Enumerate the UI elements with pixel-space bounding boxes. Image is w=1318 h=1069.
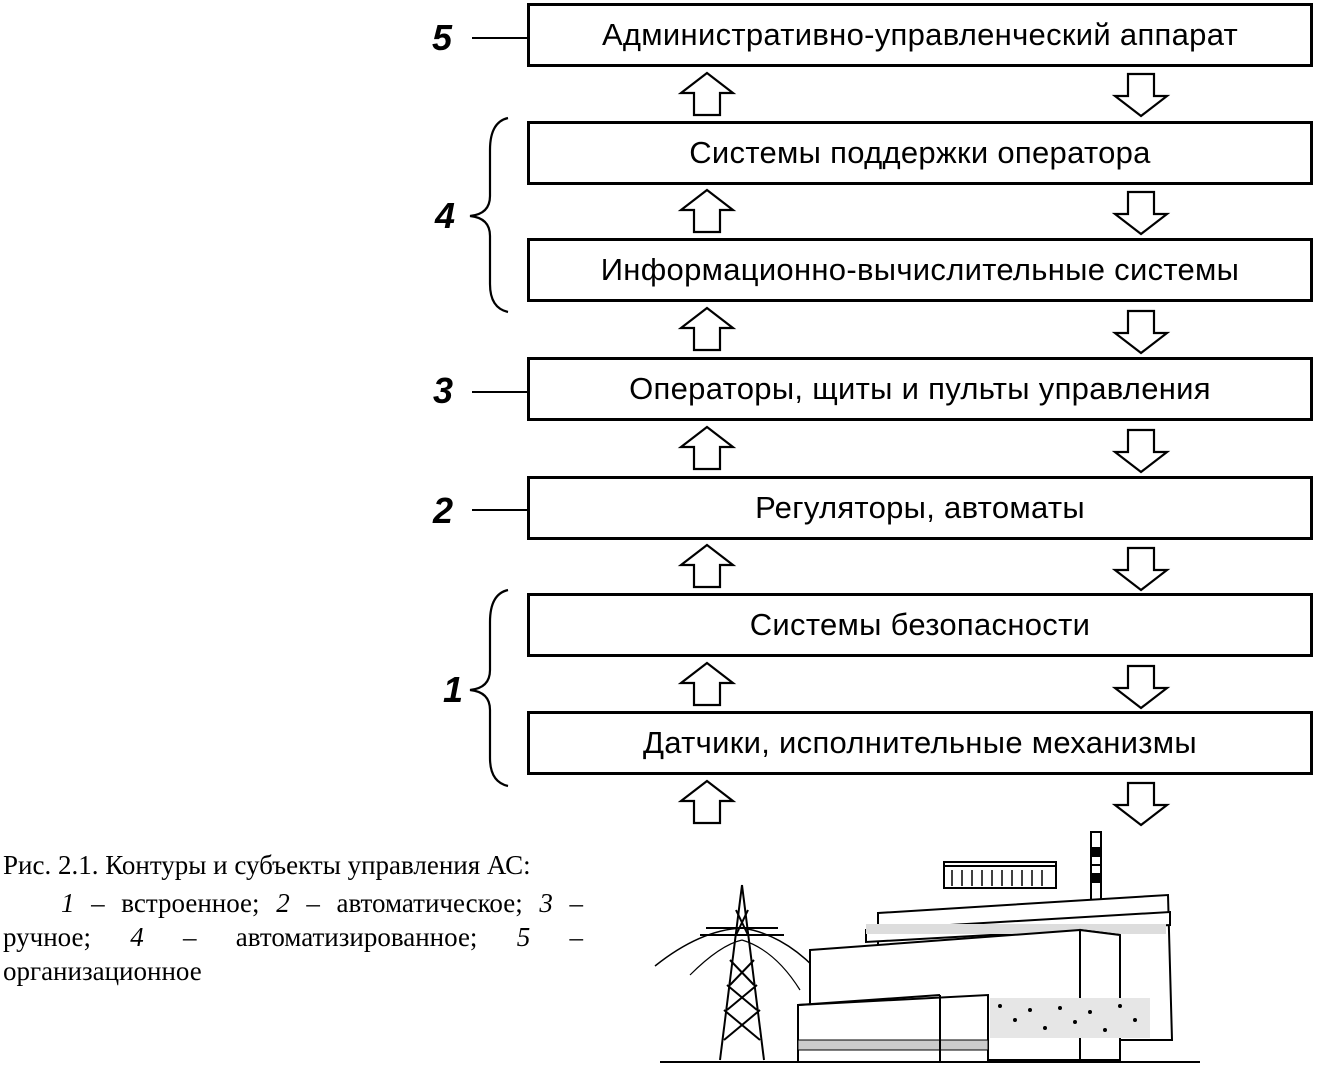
caption-legend: 1 – встроенное; 2 – автоматическое; 3 – …: [3, 886, 583, 988]
up-arrow-icon: [679, 71, 735, 117]
up-arrow-icon: [679, 543, 735, 589]
level-leader-lines: [472, 37, 527, 511]
down-arrow-icon: [1113, 190, 1169, 236]
box-safety-systems: Системы безопасности: [527, 593, 1313, 657]
legend-text: – организационное: [3, 922, 583, 986]
down-arrow-icon: [1113, 309, 1169, 355]
down-arrow-icon: [1113, 546, 1169, 592]
box-label: Операторы, щиты и пульты управления: [629, 371, 1211, 406]
box-administrative-apparatus: Административно-управленческий аппарат: [527, 3, 1313, 67]
up-arrow-icon: [679, 306, 735, 352]
box-information-computing-systems: Информационно-вычислительные системы: [527, 238, 1313, 302]
power-plant-illustration: [654, 831, 1200, 1063]
box-label: Регуляторы, автоматы: [755, 490, 1085, 525]
legend-number: 1: [61, 888, 75, 918]
caption-title: Рис. 2.1. Контуры и субъекты управления …: [3, 850, 531, 880]
transmission-tower: [700, 884, 784, 1061]
brace-level-4: [469, 116, 509, 314]
box-label: Административно-управленческий аппарат: [601, 17, 1239, 52]
down-arrow-icon: [1113, 664, 1169, 710]
box-operator-support-systems: Системы поддержки оператора: [527, 121, 1313, 185]
legend-text: – ручное;: [3, 888, 583, 952]
level-number-2: 2: [433, 490, 454, 531]
down-arrow-icon: [1113, 428, 1169, 474]
up-arrow-icon: [679, 188, 735, 234]
level-number-5: 5: [432, 17, 453, 58]
legend-text: – автоматизированное;: [143, 922, 517, 952]
legend-number: 2: [276, 888, 290, 918]
box-operators-panels: Операторы, щиты и пульты управления: [527, 357, 1313, 421]
legend-text: – встроенное;: [74, 888, 277, 918]
down-arrow-icon: [1113, 781, 1169, 827]
legend-number: 5: [516, 922, 531, 952]
box-regulators-automata: Регуляторы, автоматы: [527, 476, 1313, 540]
box-label: Информационно-вычислительные системы: [600, 252, 1240, 287]
brace-level-1: [469, 588, 509, 788]
box-sensors-actuators: Датчики, исполнительные механизмы: [527, 711, 1313, 775]
up-arrow-icon: [679, 779, 735, 825]
legend-text: – автоматическое;: [289, 888, 540, 918]
up-arrow-icon: [679, 425, 735, 471]
down-arrow-icon: [1113, 72, 1169, 118]
box-label: Системы безопасности: [749, 607, 1091, 642]
legend-number: 3: [539, 888, 553, 918]
box-label: Системы поддержки оператора: [689, 135, 1151, 170]
figure-caption: Рис. 2.1. Контуры и субъекты управления …: [3, 848, 583, 988]
box-label: Датчики, исполнительные механизмы: [643, 725, 1197, 760]
level-number-4: 4: [435, 195, 456, 236]
legend-number: 4: [130, 922, 144, 952]
level-number-1: 1: [443, 669, 464, 710]
up-arrow-icon: [679, 661, 735, 707]
level-number-3: 3: [433, 370, 454, 411]
